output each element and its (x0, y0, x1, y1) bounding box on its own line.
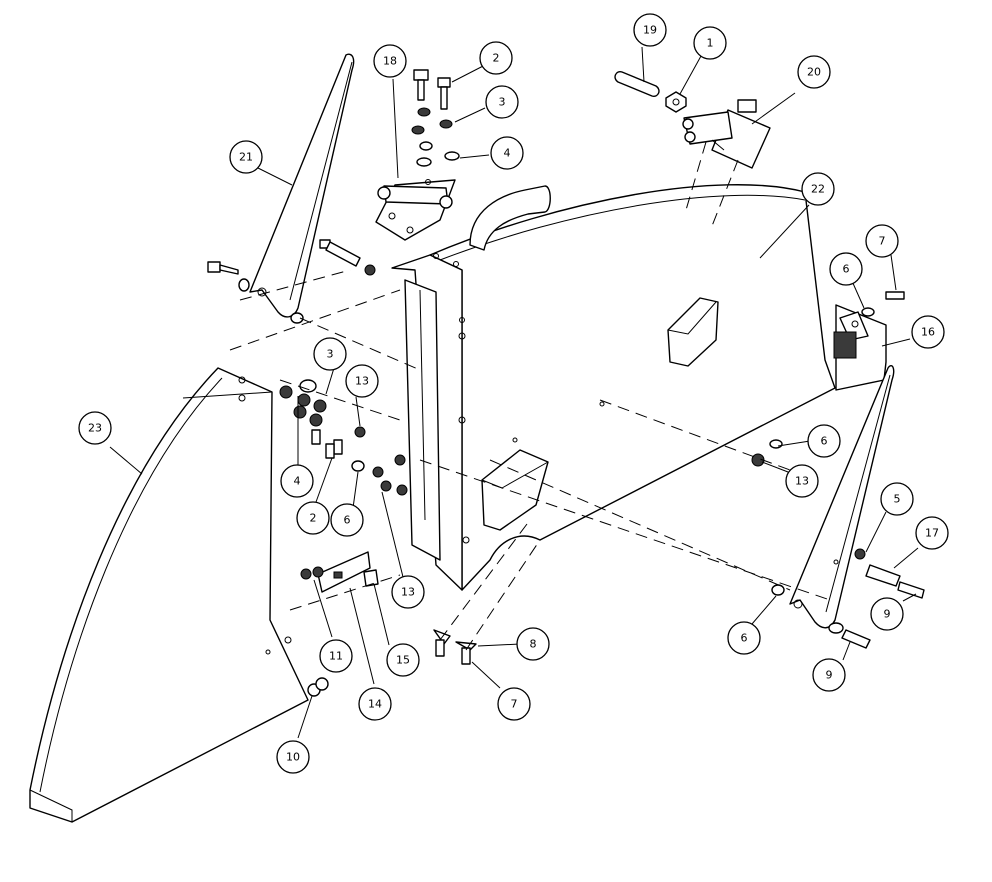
callout-9-right: 9 (870, 597, 904, 631)
right-support-arm (789, 364, 895, 629)
svg-text:4: 4 (504, 147, 511, 160)
callout-6-right: 6 (807, 424, 841, 458)
callout-21: 21 (229, 140, 263, 174)
callout-14: 14 (358, 687, 392, 721)
svg-text:23: 23 (88, 422, 102, 435)
callout-6-upper-right: 6 (829, 252, 863, 286)
svg-text:18: 18 (383, 55, 397, 68)
svg-text:19: 19 (643, 24, 657, 37)
svg-text:1: 1 (707, 37, 714, 50)
callout-9-lower: 9 (812, 658, 846, 692)
svg-text:17: 17 (925, 527, 939, 540)
svg-text:6: 6 (741, 632, 748, 645)
callout-18: 18 (373, 44, 407, 78)
callout-8: 8 (516, 627, 550, 661)
svg-text:8: 8 (530, 638, 537, 651)
svg-text:9: 9 (826, 669, 833, 682)
svg-text:9: 9 (884, 608, 891, 621)
callout-leaders (109, 46, 919, 739)
callout-16: 16 (911, 315, 945, 349)
callout-1: 1 (693, 26, 727, 60)
callout-7-bottom: 7 (497, 687, 531, 721)
callout-15: 15 (386, 643, 420, 677)
callout-3-mid: 3 (313, 337, 347, 371)
svg-text:6: 6 (821, 435, 828, 448)
svg-text:7: 7 (511, 698, 518, 711)
part-16-grille-plate (833, 304, 887, 391)
callout-2-top: 2 (479, 41, 513, 75)
svg-text:10: 10 (286, 751, 300, 764)
part-19-pin (614, 70, 660, 98)
part-20-latch-assembly (682, 99, 771, 169)
svg-text:13: 13 (401, 586, 415, 599)
part-18-hinge-bracket (375, 179, 456, 241)
callout-10: 10 (276, 740, 310, 774)
svg-text:6: 6 (344, 514, 351, 527)
callout-6-mid: 6 (330, 503, 364, 537)
svg-text:11: 11 (329, 650, 343, 663)
callout-13-mid: 13 (345, 364, 379, 398)
callout-23: 23 (78, 411, 112, 445)
assembly-lines (229, 141, 831, 651)
svg-text:3: 3 (327, 348, 334, 361)
callout-5: 5 (880, 482, 914, 516)
callout-19: 19 (633, 13, 667, 47)
svg-text:2: 2 (310, 512, 317, 525)
callout-13-lower: 13 (391, 575, 425, 609)
part-21-left-arm (249, 53, 355, 318)
callout-20: 20 (797, 55, 831, 89)
svg-text:16: 16 (921, 326, 935, 339)
svg-text:2: 2 (493, 52, 500, 65)
svg-text:3: 3 (499, 96, 506, 109)
grille-vents (833, 331, 857, 359)
callout-13-right: 13 (785, 464, 819, 498)
svg-text:5: 5 (894, 493, 901, 506)
callout-17: 17 (915, 516, 949, 550)
part-1-nut (665, 91, 687, 113)
svg-text:20: 20 (807, 66, 821, 79)
callout-4-top: 4 (490, 136, 524, 170)
svg-text:22: 22 (811, 183, 825, 196)
svg-text:14: 14 (368, 698, 382, 711)
svg-text:13: 13 (795, 475, 809, 488)
svg-text:4: 4 (294, 475, 301, 488)
callouts: 1 2 3 4 19 20 18 21 22 7 6 16 3 13 23 4 … (78, 13, 949, 774)
svg-text:7: 7 (879, 235, 886, 248)
callout-3-top: 3 (485, 85, 519, 119)
callout-22: 22 (801, 172, 835, 206)
svg-text:21: 21 (239, 151, 253, 164)
callout-11: 11 (319, 639, 353, 673)
callout-4-mid: 4 (280, 464, 314, 498)
svg-text:15: 15 (396, 654, 410, 667)
callout-7-right: 7 (865, 224, 899, 258)
part-22-main-housing (391, 184, 836, 591)
svg-text:13: 13 (355, 375, 369, 388)
svg-text:6: 6 (843, 263, 850, 276)
callout-6-lower: 6 (727, 621, 761, 655)
callout-2-mid: 2 (296, 501, 330, 535)
part-23-outer-guard (29, 367, 309, 823)
